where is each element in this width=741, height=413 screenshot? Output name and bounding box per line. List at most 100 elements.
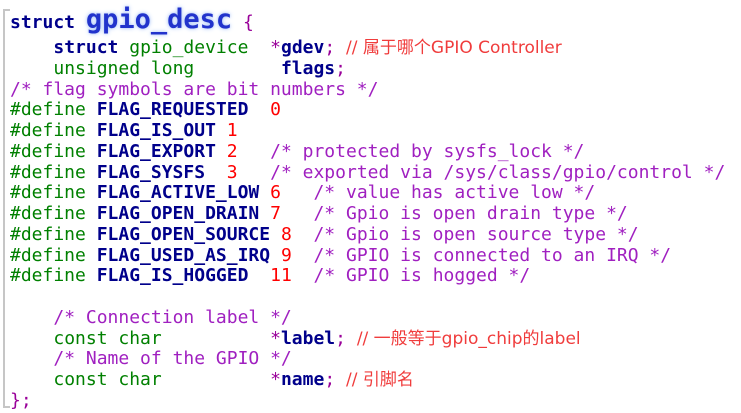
code-token	[335, 369, 346, 390]
open-brace: {	[243, 12, 254, 33]
code-token: ;	[324, 37, 336, 58]
code-token	[10, 328, 53, 349]
flag-value: 6	[270, 182, 281, 204]
struct-name: gpio_desc	[85, 4, 233, 35]
block-comment: /* GPIO is hogged */	[313, 265, 531, 287]
annotation-comment: // 引脚名	[346, 370, 414, 390]
code-token	[86, 245, 97, 266]
preprocessor-define: #define	[10, 182, 86, 204]
code-token: *	[270, 369, 281, 390]
preprocessor-define: #define	[10, 99, 86, 121]
flag-value: 1	[226, 120, 238, 141]
block-comment: /* Connection label */	[53, 306, 292, 328]
code-token	[10, 348, 53, 369]
type-name: unsigned long	[53, 57, 195, 79]
code-token	[86, 120, 97, 141]
annotation-comment: // 一般等于gpio_chip的label	[356, 328, 581, 349]
flag-value: 7	[270, 203, 281, 224]
code-token	[292, 265, 314, 286]
code-token	[346, 328, 357, 349]
code-line: #define FLAG_USED_AS_IRQ 9 /* GPIO is co…	[10, 244, 741, 267]
code-token	[194, 58, 281, 79]
code-line: #define FLAG_EXPORT 2 /* protected by sy…	[10, 140, 741, 163]
code-token	[86, 141, 97, 162]
flag-name: FLAG_EXPORT	[96, 140, 216, 162]
flag-value: 3	[226, 161, 238, 183]
flag-name: FLAG_SYSFS	[96, 161, 206, 183]
preprocessor-define: #define	[10, 265, 86, 287]
code-line: unsigned long flags;	[10, 57, 741, 80]
type-name: const char	[53, 327, 162, 349]
keyword-struct: struct	[53, 37, 119, 58]
member-label: label	[280, 327, 336, 349]
flag-name: FLAG_IS_HOGGED	[96, 265, 249, 287]
code-line: };	[10, 390, 741, 412]
code-token	[10, 37, 53, 58]
code-token	[10, 369, 53, 390]
code-token	[292, 245, 314, 266]
flag-value: 9	[280, 244, 292, 266]
code-token	[259, 182, 270, 203]
code-block-bracket	[3, 9, 10, 408]
code-token	[270, 245, 281, 266]
preprocessor-define: #define	[10, 161, 86, 183]
code-line: const char *label; // 一般等于gpio_chip的labe…	[10, 327, 741, 350]
code-token	[86, 224, 97, 245]
block-comment: /* protected by sysfs_lock */	[270, 140, 585, 162]
code-line: #define FLAG_SYSFS 3 /* exported via /sy…	[10, 161, 741, 184]
code-token: ;	[335, 57, 346, 79]
member-flags: flags	[280, 57, 336, 79]
flag-name: FLAG_USED_AS_IRQ	[96, 244, 271, 266]
code-token	[205, 162, 227, 183]
preprocessor-define: #define	[10, 203, 86, 224]
block-comment: /* value has active low */	[313, 182, 596, 204]
code-token	[238, 162, 271, 183]
code-line-blank	[10, 287, 741, 308]
flag-name: FLAG_OPEN_SOURCE	[96, 223, 271, 245]
code-token	[162, 328, 270, 349]
code-token	[162, 369, 270, 390]
code-token	[86, 99, 97, 120]
code-token	[86, 265, 97, 286]
code-token	[10, 307, 53, 328]
code-line: #define FLAG_REQUESTED 0	[10, 99, 741, 121]
preprocessor-define: #define	[10, 223, 86, 245]
code-token	[216, 141, 227, 162]
block-comment: /* exported via /sys/class/gpio/control …	[270, 161, 726, 183]
member-gdev: gdev	[280, 37, 325, 58]
preprocessor-define: #define	[10, 244, 86, 266]
code-line: struct gpio_device *gdev; // 属于哪个GPIO Co…	[10, 37, 741, 59]
code-token: ;	[335, 327, 346, 349]
member-name: name	[280, 369, 325, 390]
code-token	[259, 203, 270, 224]
flag-value: 11	[270, 265, 292, 287]
flag-value: 2	[226, 140, 238, 162]
flag-name: FLAG_OPEN_DRAIN	[96, 203, 260, 224]
flag-name: FLAG_IS_OUT	[96, 120, 216, 141]
code-token	[216, 120, 227, 141]
block-comment: /* GPIO is connected to an IRQ */	[313, 244, 672, 266]
code-token	[335, 37, 346, 58]
code-token	[270, 224, 281, 245]
block-comment: /* Gpio is open drain type */	[313, 203, 628, 224]
code-token	[281, 203, 314, 224]
code-token	[86, 203, 97, 224]
code-token	[232, 12, 243, 33]
code-token	[248, 99, 270, 120]
block-comment: /* Name of the GPIO */	[53, 348, 292, 370]
preprocessor-define: #define	[10, 140, 86, 162]
flag-value: 0	[270, 99, 281, 121]
flag-name: FLAG_ACTIVE_LOW	[96, 182, 260, 204]
code-token: ;	[324, 369, 336, 390]
code-line: const char *name; // 引脚名	[10, 369, 741, 391]
code-token: *	[270, 37, 281, 58]
flag-name: FLAG_REQUESTED	[96, 99, 249, 121]
code-line: #define FLAG_OPEN_DRAIN 7 /* Gpio is ope…	[10, 203, 741, 225]
code-token	[238, 141, 271, 162]
code-line: /* flag symbols are bit numbers */	[10, 79, 741, 101]
code-token	[86, 182, 97, 203]
code-line: #define FLAG_IS_HOGGED 11 /* GPIO is hog…	[10, 265, 741, 287]
code-token	[10, 58, 53, 79]
code-line: /* Name of the GPIO */	[10, 348, 741, 370]
